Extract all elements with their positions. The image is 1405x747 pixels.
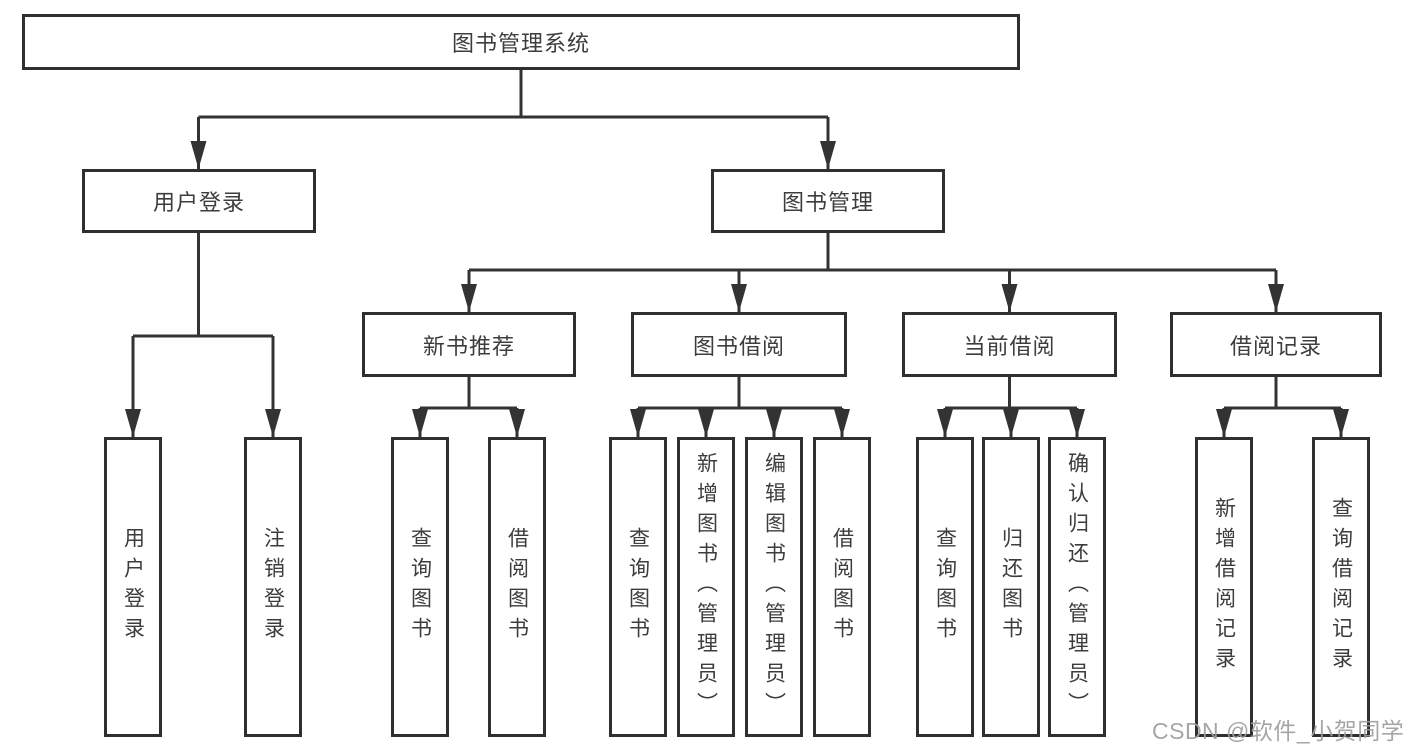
node-current-borrowing: 当前借阅 — [902, 312, 1117, 377]
tree-trunk-lines — [133, 70, 1341, 410]
node-book-borrowing: 图书借阅 — [631, 312, 847, 377]
node-book-management: 图书管理 — [711, 169, 945, 233]
node-borrowing-records: 借阅记录 — [1170, 312, 1382, 377]
leaf-add-borrow-record: 新增借阅记录 — [1195, 437, 1253, 737]
leaf-add-book-admin: 新增图书（管理员） — [677, 437, 735, 737]
leaf-search-books: 查询图书 — [609, 437, 667, 737]
node-user-login: 用户登录 — [82, 169, 316, 233]
leaf-search-books: 查询图书 — [916, 437, 974, 737]
leaf-borrow-books: 借阅图书 — [488, 437, 546, 737]
leaf-logout: 注销登录 — [244, 437, 302, 737]
leaf-search-books: 查询图书 — [391, 437, 449, 737]
leaf-return-books: 归还图书 — [982, 437, 1040, 737]
csdn-watermark: CSDN @软件_小贺同学 — [1152, 718, 1405, 744]
leaf-search-borrow-records: 查询借阅记录 — [1312, 437, 1370, 737]
node-new-book-recommendation: 新书推荐 — [362, 312, 576, 377]
leaf-edit-book-admin: 编辑图书（管理员） — [745, 437, 803, 737]
leaf-borrow-books: 借阅图书 — [813, 437, 871, 737]
node-library-management-system: 图书管理系统 — [22, 14, 1020, 70]
leaf-user-login: 用户登录 — [104, 437, 162, 737]
leaf-confirm-return-admin: 确认归还（管理员） — [1048, 437, 1106, 737]
